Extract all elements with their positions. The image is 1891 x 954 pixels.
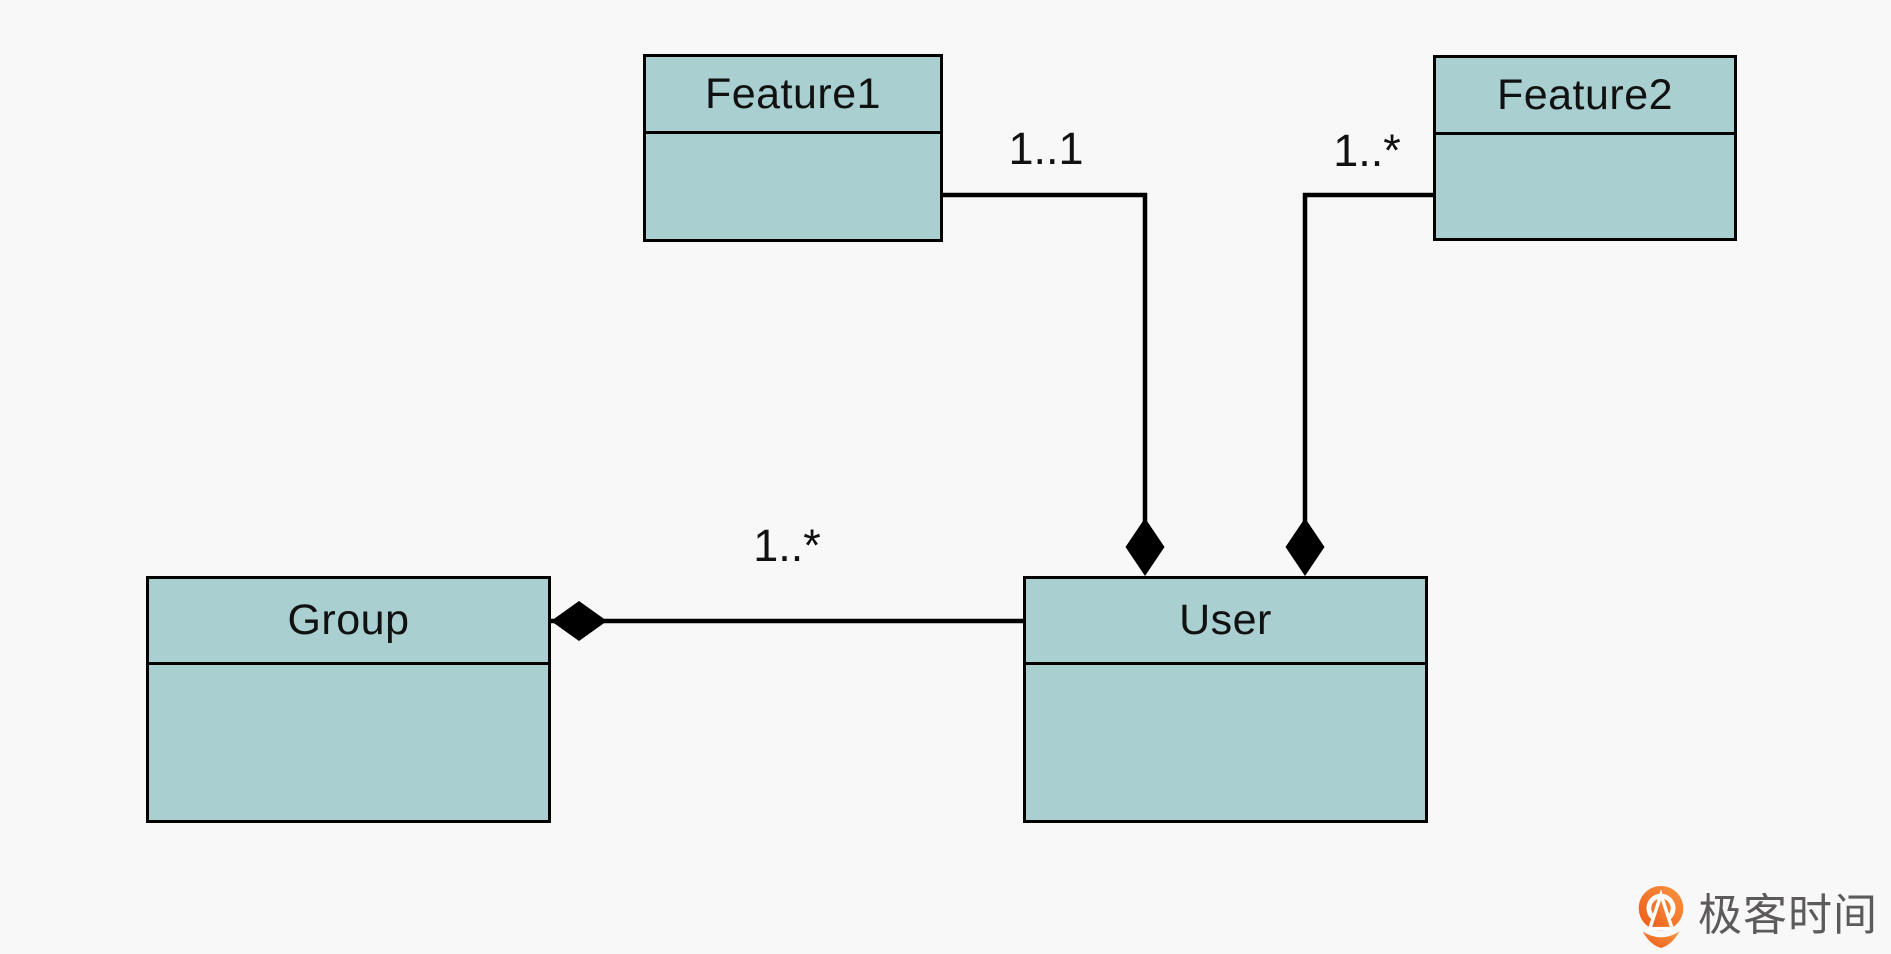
- class-attributes-compartment: [1026, 665, 1425, 820]
- multiplicity-label-feature1: 1..1: [1008, 123, 1084, 174]
- composition-diamond-user-feature1: [1125, 518, 1165, 576]
- composition-line-user-feature1: [941, 192, 1148, 522]
- class-name-label: User: [1179, 596, 1272, 644]
- class-box-group: Group: [146, 576, 551, 823]
- geektime-logo-text: 极客时间: [1698, 891, 1878, 940]
- class-box-feature1: Feature1: [643, 54, 943, 242]
- class-title-compartment: User: [1026, 579, 1425, 665]
- class-box-user: User: [1023, 576, 1428, 823]
- class-attributes-compartment: [646, 134, 940, 239]
- class-name-label: Group: [287, 596, 410, 644]
- class-name-label: Feature1: [704, 69, 882, 118]
- class-box-feature2: Feature2: [1433, 55, 1737, 241]
- geektime-logo: 极客时间: [1638, 884, 1878, 948]
- class-title-compartment: Feature1: [646, 57, 940, 134]
- class-attributes-compartment: [149, 665, 548, 820]
- class-name-label: Feature2: [1496, 70, 1674, 119]
- class-attributes-compartment: [1436, 135, 1734, 238]
- composition-diamond-user-feature2: [1285, 518, 1325, 576]
- composition-diamond-group-user: [551, 601, 607, 641]
- geektime-logo-icon: [1638, 885, 1684, 948]
- multiplicity-label-group: 1..*: [753, 520, 821, 571]
- class-title-compartment: Feature2: [1436, 58, 1734, 135]
- class-title-compartment: Group: [149, 579, 548, 665]
- composition-line-user-feature2: [1302, 192, 1435, 522]
- multiplicity-label-feature2: 1..*: [1333, 125, 1401, 176]
